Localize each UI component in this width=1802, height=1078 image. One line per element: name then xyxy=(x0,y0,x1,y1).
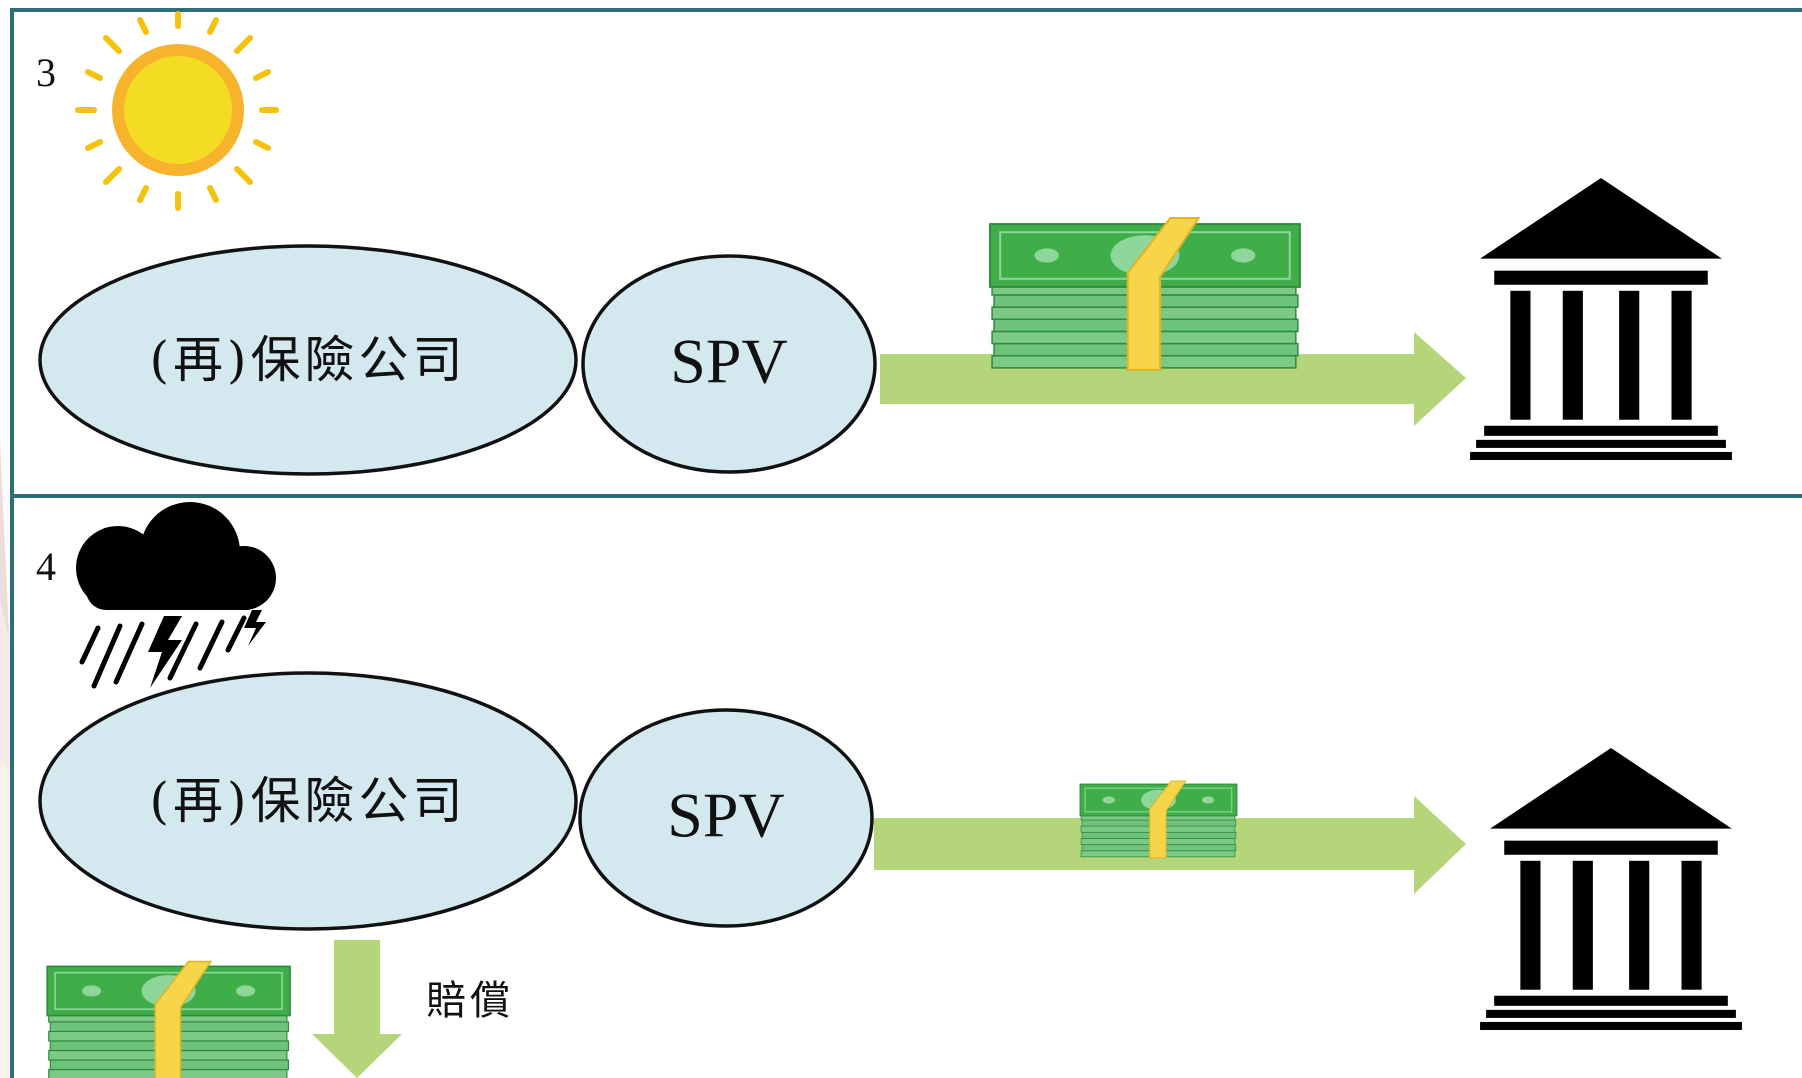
spv-node: SPV xyxy=(581,254,877,474)
panel-3: 3 xyxy=(10,8,1802,498)
storm-cloud-icon xyxy=(76,502,276,689)
money-stack-icon xyxy=(989,217,1301,371)
arrow-down-icon xyxy=(312,940,402,1078)
insurer-ellipse xyxy=(38,671,578,931)
panel-number: 4 xyxy=(36,544,56,589)
money-stack-icon xyxy=(1079,780,1238,859)
spv-label: SPV xyxy=(670,326,787,397)
insurer-node: (再)保險公司 xyxy=(38,244,578,476)
spv-node: SPV xyxy=(578,708,874,928)
panel-4: 4 (再)保險公司 xyxy=(10,494,1802,1078)
spv-ellipse xyxy=(578,708,874,928)
panel-number: 3 xyxy=(36,50,56,95)
spv-label: SPV xyxy=(667,780,784,851)
spv-ellipse xyxy=(581,254,877,474)
money-stack-icon xyxy=(46,960,291,1078)
insurer-label: (再)保險公司 xyxy=(149,772,466,830)
insurer-node: (再)保險公司 xyxy=(38,671,578,931)
insurer-ellipse xyxy=(38,244,578,476)
insurer-label: (再)保險公司 xyxy=(149,331,466,389)
compensation-label: 賠償 xyxy=(426,978,514,1024)
sun-icon xyxy=(75,11,279,211)
